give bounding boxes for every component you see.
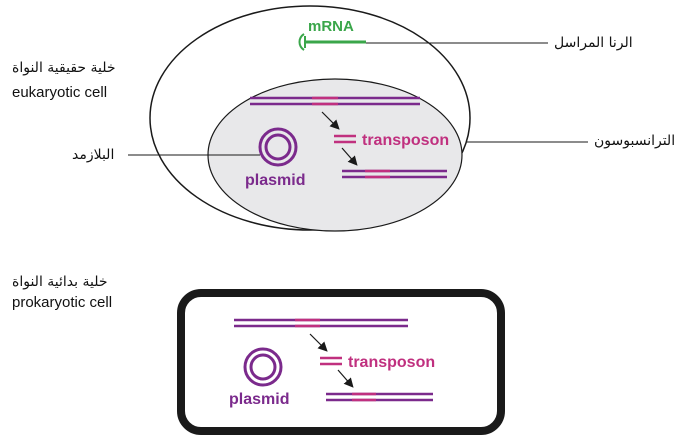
- prokaryotic-transposon-element: [320, 356, 342, 366]
- eukaryotic-chromosome-bottom: [342, 169, 447, 179]
- transposon-arabic-label: الترانسبوسون: [594, 133, 676, 149]
- mrna-label: mRNA: [308, 18, 354, 35]
- arrow-insertion-prokaryote: [337, 369, 354, 388]
- eukaryotic-transposon-label: transposon: [362, 132, 449, 149]
- eukaryotic-arabic-label: خلية حقيقية النواة: [12, 60, 116, 76]
- prokaryotic-arabic-label: خلية بدائية النواة: [12, 274, 108, 290]
- mrna-arabic-label: الرنا المراسل: [554, 35, 633, 51]
- eukaryotic-english-label: eukaryotic cell: [12, 84, 108, 101]
- prokaryotic-chromosome-top: [234, 318, 408, 328]
- prokaryotic-english-label: prokaryotic cell: [12, 294, 113, 311]
- prokaryotic-cell-wall: [177, 289, 505, 435]
- eukaryotic-plasmid-label: plasmid: [245, 172, 305, 189]
- eukaryotic-transposon-element: [334, 134, 356, 144]
- arrow-excision-eukaryote: [321, 111, 340, 130]
- arrow-insertion-eukaryote: [341, 147, 358, 166]
- plasmid-arabic-label: البلازمد: [72, 147, 115, 163]
- eukaryotic-chromosome-top: [250, 96, 420, 106]
- arrow-excision-prokaryote: [309, 333, 328, 352]
- prokaryotic-transposon-label: transposon: [348, 354, 435, 371]
- eukaryotic-plasmid: [258, 127, 298, 167]
- prokaryotic-plasmid: [243, 347, 283, 387]
- prokaryotic-plasmid-label: plasmid: [229, 391, 289, 408]
- mrna-strand: [298, 33, 366, 51]
- prokaryotic-chromosome-bottom: [326, 392, 433, 402]
